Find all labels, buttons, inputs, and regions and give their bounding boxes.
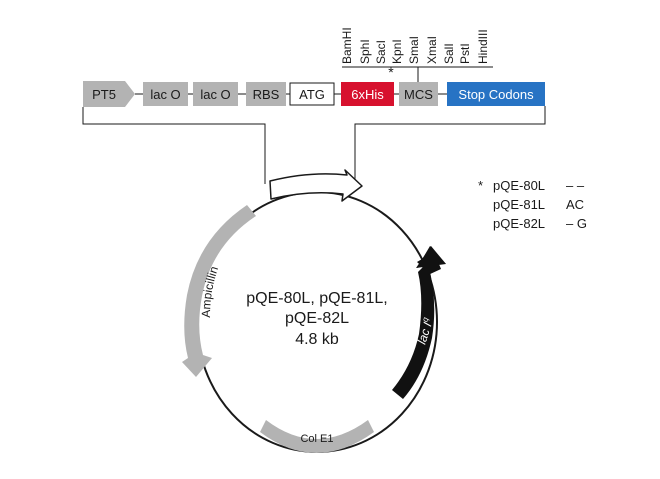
laciq-label: lac Iq	[414, 316, 437, 346]
rbs-label: RBS	[253, 87, 280, 102]
legend-marker: *	[478, 178, 483, 193]
cole1-label: Col E1	[300, 433, 333, 445]
expansion-lines	[82, 106, 546, 184]
legend-value-81l: AC	[566, 197, 584, 212]
site-hindiii: HindIII	[476, 29, 490, 64]
rbs-box: RBS	[246, 82, 286, 106]
legend-value-80l: – –	[566, 178, 585, 193]
atg-box: ATG	[289, 82, 335, 106]
stop-codons-label: Stop Codons	[458, 87, 534, 102]
site-smai: SmaI	[407, 36, 421, 64]
site-xmai: XmaI	[425, 36, 439, 64]
legend-name-80l: pQE-80L	[493, 178, 545, 193]
lac-operator-2: lac O	[193, 82, 238, 106]
ampicillin-gene: Ampicillin	[182, 205, 256, 377]
site-kpni: KpnI	[390, 39, 404, 64]
insert-arrow	[269, 169, 363, 202]
expression-cassette: PT5 lac O lac O RBS ATG 6xHis	[82, 27, 546, 184]
stop-codons-box: Stop Codons	[447, 82, 545, 106]
his-tag-label: 6xHis	[351, 87, 384, 102]
mcs-asterisk: *	[388, 64, 394, 80]
restriction-sites: BamHI SphI SacI KpnI SmaI XmaI SalI PstI…	[340, 27, 490, 64]
variant-legend: * pQE-80L – – pQE-81L AC pQE-82L – G	[478, 178, 587, 231]
mcs-box: MCS	[399, 82, 438, 106]
pt5-promoter: PT5	[83, 81, 135, 107]
lac-operator-1-label: lac O	[150, 87, 180, 102]
legend-name-82l: pQE-82L	[493, 216, 545, 231]
lac-operator-2-label: lac O	[200, 87, 230, 102]
mcs-label: MCS	[404, 87, 433, 102]
site-saci: SacI	[374, 40, 388, 64]
legend-name-81l: pQE-81L	[493, 197, 545, 212]
cole1-origin: Col E1	[260, 420, 374, 453]
restriction-site-bracket	[342, 66, 493, 82]
plasmid-size: 4.8 kb	[295, 331, 339, 348]
his-tag-box: 6xHis	[341, 82, 394, 106]
pt5-label: PT5	[92, 87, 116, 102]
legend-value-82l: – G	[566, 216, 587, 231]
site-sphi: SphI	[358, 39, 372, 64]
laciq-gene: lac Iq	[392, 246, 446, 399]
site-sali: SalI	[442, 43, 456, 64]
plasmid-name-line1: pQE-80L, pQE-81L,	[246, 290, 387, 307]
atg-label: ATG	[299, 87, 325, 102]
site-bamhi: BamHI	[340, 27, 354, 64]
plasmid-name-line2: pQE-82L	[285, 310, 349, 327]
plasmid-map: Ampicillin lac Iq Col E1 pQE-80L, pQE-81…	[182, 169, 446, 453]
site-psti: PstI	[458, 43, 472, 64]
lac-operator-1: lac O	[143, 82, 188, 106]
